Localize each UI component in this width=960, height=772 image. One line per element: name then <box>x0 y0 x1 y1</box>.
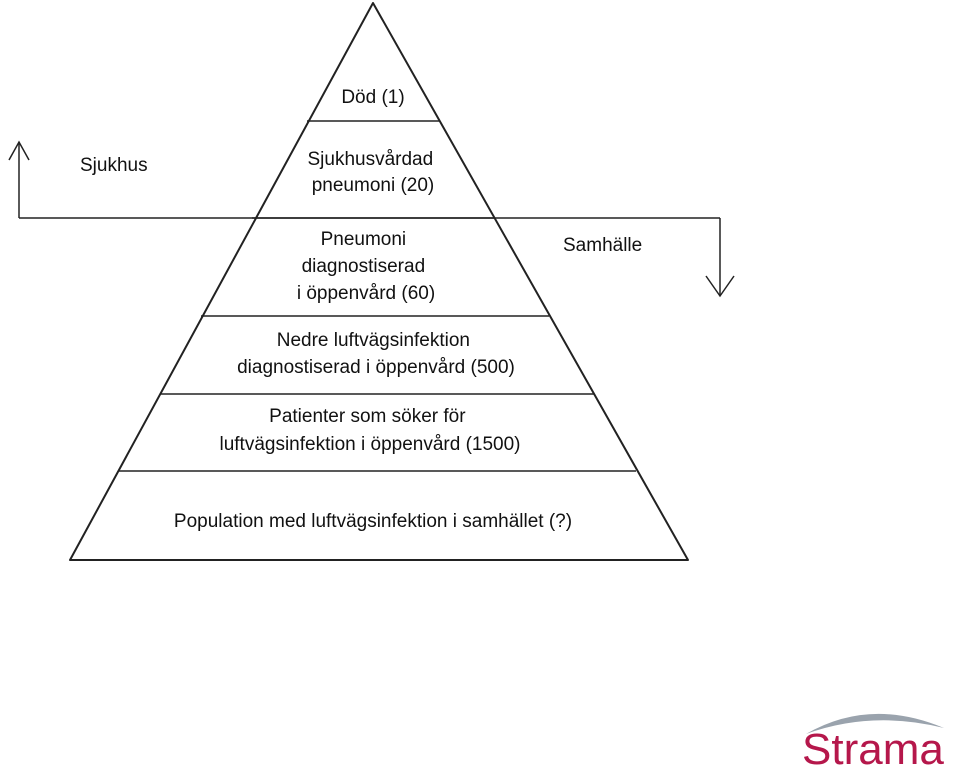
level-label-nedre-luftvagsinfektion: Nedre luftvägsinfektion diagnostiserad i… <box>237 330 515 378</box>
level-label-population: Population med luftvägsinfektion i samhä… <box>174 511 572 532</box>
pyramid-outline <box>69 2 689 561</box>
label-samhalle: Samhälle <box>563 235 642 256</box>
arrow-up-icon <box>8 140 30 161</box>
logo-wordmark: Strama <box>802 725 944 772</box>
boundary-line <box>18 142 721 296</box>
arrow-down-icon <box>705 275 735 298</box>
level-label-patienter: Patienter som söker för luftvägsinfektio… <box>219 406 520 455</box>
logo-swoosh-icon <box>806 713 944 734</box>
level-label-sjukhusvardad: Sjukhusvårdad pneumoni (20) <box>308 149 439 196</box>
label-sjukhus: Sjukhus <box>80 155 148 176</box>
level-label-dod: Död (1) <box>341 87 404 108</box>
strama-logo: Strama <box>802 713 944 772</box>
level-label-pneumoni: Pneumoni diagnostiserad i öppenvård (60) <box>297 229 435 304</box>
